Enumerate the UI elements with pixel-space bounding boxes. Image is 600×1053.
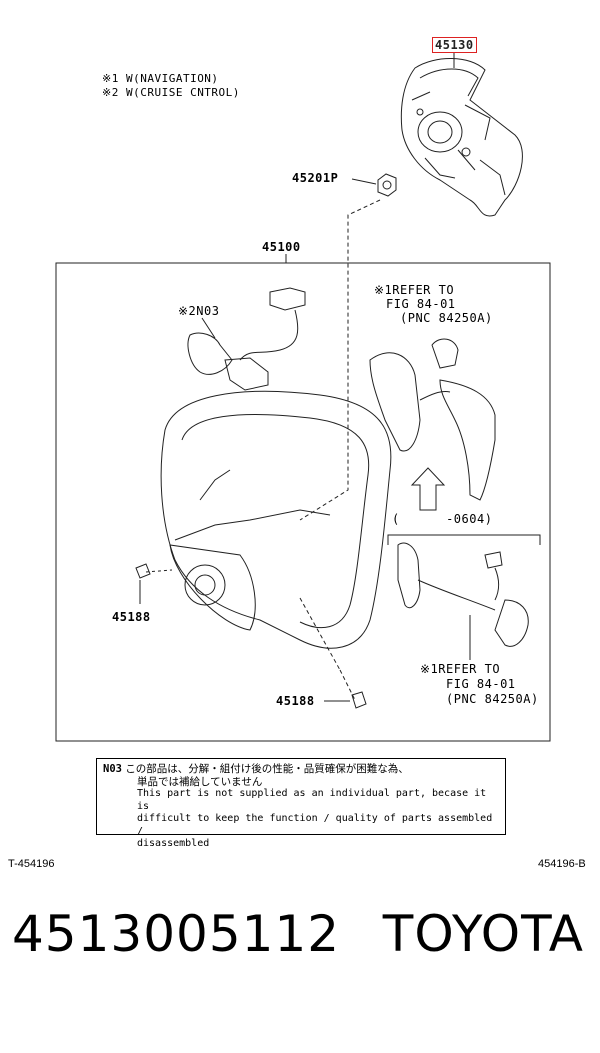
brand-name: TOYOTA <box>382 905 584 963</box>
paddle-switch-drawing-upper <box>369 338 496 501</box>
refer-lower-line1: ※1REFER TO <box>420 662 501 676</box>
airbag-assembly-drawing <box>400 58 523 217</box>
part-label-n03[interactable]: ※2N03 <box>178 304 220 318</box>
refer-upper-line2: FIG 84-01 <box>386 297 456 311</box>
notice-en-line2: difficult to keep the function / quality… <box>137 813 493 837</box>
refer-lower-line3: (PNC 84250A) <box>446 692 539 706</box>
cruise-harness-drawing <box>187 287 306 391</box>
refer-upper-line1: ※1REFER TO <box>374 283 455 297</box>
notice-en-line1: This part is not supplied as an individu… <box>137 788 487 812</box>
part-number: 4513005112 <box>12 905 341 963</box>
footer-left: T-454196 <box>8 858 55 870</box>
steering-wheel-drawing <box>160 390 392 701</box>
assembly-frame <box>55 262 551 742</box>
notice-en-line3: disassembled <box>137 838 210 849</box>
note-w1: ※1 W(NAVIGATION) <box>102 72 219 85</box>
refer-lower-line2: FIG 84-01 <box>446 677 516 691</box>
product-caption: 4513005112 TOYOTA <box>0 905 600 1005</box>
notice-jp-line2: 単品では補給していません <box>137 775 263 788</box>
part-label-45188-b[interactable]: 45188 <box>276 694 315 708</box>
notice-code: N03 <box>103 763 122 775</box>
diagram-artwork <box>55 52 551 742</box>
range-bracket <box>387 534 541 545</box>
range-label: ( -0604) <box>392 512 493 526</box>
parts-diagram: ※1 W(NAVIGATION) ※2 W(CRUISE CNTROL) 451… <box>8 37 586 870</box>
part-label-45188-a[interactable]: 45188 <box>112 610 151 624</box>
notice-box: N03 この部品は、分解・組付け後の性能・品質確保が困難な為、 単品では補給して… <box>96 758 506 849</box>
notice-jp-line1: この部品は、分解・組付け後の性能・品質確保が困難な為、 <box>125 763 409 775</box>
note-w2: ※2 W(CRUISE CNTROL) <box>102 86 240 99</box>
bolt-drawing-a <box>135 563 173 604</box>
refer-upper-line3: (PNC 84250A) <box>400 311 493 325</box>
bolt-drawing-b <box>324 691 367 709</box>
up-arrow <box>410 467 446 511</box>
nut-drawing <box>377 173 397 197</box>
part-label-45130[interactable]: 45130 <box>432 37 477 53</box>
part-label-45100[interactable]: 45100 <box>262 240 301 254</box>
footer-right: 454196-B <box>538 858 586 870</box>
paddle-switch-drawing-lower <box>397 542 529 660</box>
part-label-45201p[interactable]: 45201P <box>292 171 339 185</box>
